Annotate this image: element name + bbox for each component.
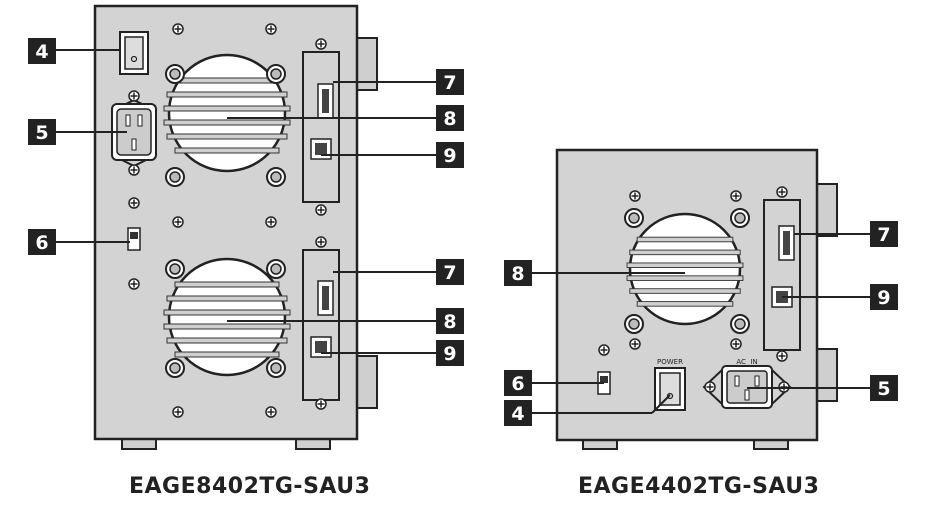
callout-number: 7	[877, 224, 890, 246]
device-eage8402tg-sau3: 4 5 6 7 8 9 7 8	[28, 4, 464, 450]
callout-number: 6	[511, 373, 524, 395]
cooling-fan	[626, 212, 744, 326]
device-eage4402tg-sau3: POWER AC IN	[504, 148, 898, 450]
interface-card	[763, 186, 801, 362]
cooling-fan-upper	[163, 53, 291, 173]
callout-number: 5	[877, 378, 890, 400]
model-name-right: EAGE4402TG-SAU3	[578, 474, 820, 499]
ac-power-inlet	[111, 90, 157, 176]
callout-9: 9	[870, 284, 898, 310]
leader-lines	[532, 233, 870, 414]
callout-number: 8	[443, 108, 456, 130]
side-rail	[356, 355, 378, 409]
callout-number: 8	[443, 311, 456, 333]
callout-5: 5	[28, 119, 56, 145]
interface-card-upper	[302, 38, 340, 216]
callout-number: 4	[511, 403, 524, 425]
callout-8: 8	[504, 260, 532, 286]
callout-number: 6	[35, 232, 48, 254]
side-rail	[816, 183, 838, 237]
callout-6: 6	[28, 229, 56, 255]
callout-9: 9	[436, 142, 464, 168]
callout-8: 8	[436, 105, 464, 131]
callout-5: 5	[870, 375, 898, 401]
callout-number: 9	[443, 145, 456, 167]
interface-card-lower	[302, 236, 340, 410]
callout-number: 8	[511, 263, 524, 285]
callout-8: 8	[436, 308, 464, 334]
callout-7: 7	[436, 69, 464, 95]
callout-4: 4	[28, 38, 56, 64]
ac-in-label: AC IN	[736, 358, 757, 366]
callout-number: 7	[443, 262, 456, 284]
callout-7: 7	[870, 221, 898, 247]
callout-6: 6	[504, 370, 532, 396]
callout-number: 9	[877, 287, 890, 309]
callout-number: 5	[35, 122, 48, 144]
callout-4: 4	[504, 400, 532, 426]
power-label: POWER	[657, 358, 683, 366]
model-name-left: EAGE8402TG-SAU3	[129, 474, 371, 499]
leader-lines	[56, 49, 436, 354]
callout-number: 4	[35, 41, 48, 63]
callout-7: 7	[436, 259, 464, 285]
cooling-fan-lower	[163, 257, 291, 377]
slide-switch	[127, 227, 141, 251]
side-rail	[816, 348, 838, 402]
callout-number: 9	[443, 343, 456, 365]
callout-9: 9	[436, 340, 464, 366]
power-switch	[119, 31, 149, 75]
power-switch: POWER	[654, 358, 686, 411]
callout-number: 7	[443, 72, 456, 94]
